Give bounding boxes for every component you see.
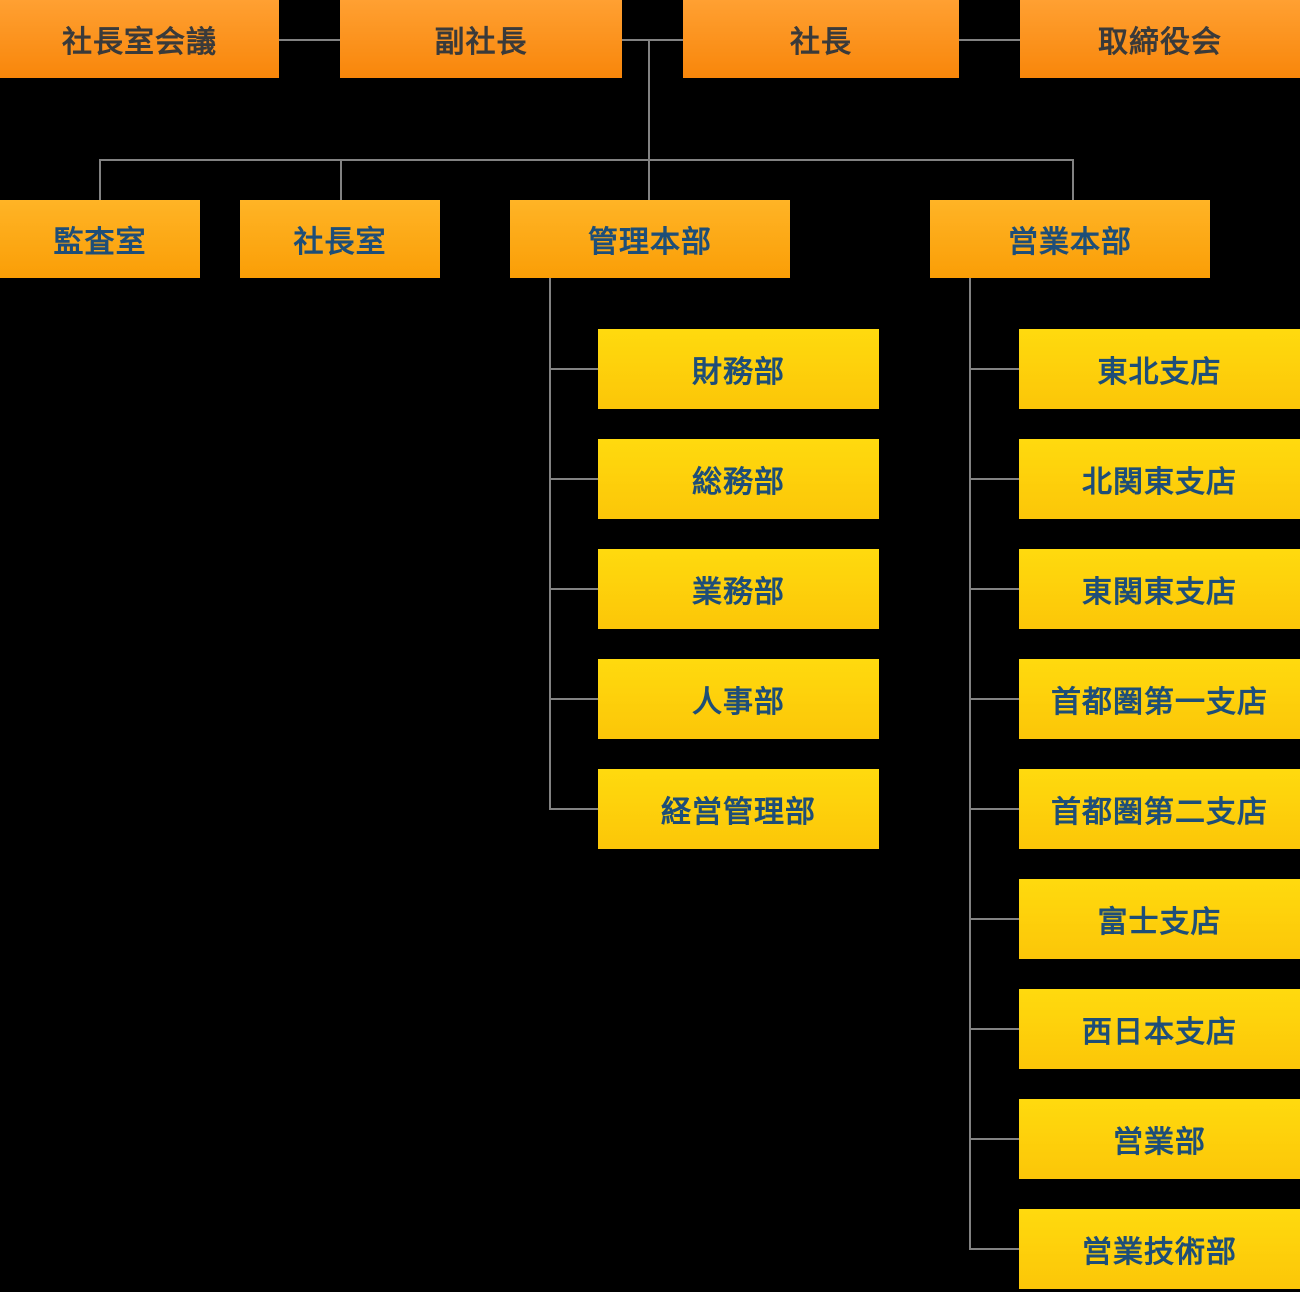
node-label: 財務部 [692,356,785,389]
node-label: 社長 [790,26,852,59]
node-jinjibu: 人事部 [598,659,879,739]
node-nishinihon-shiten: 西日本支店 [1019,989,1300,1069]
connector-kaigi-fukushacho [279,39,340,41]
node-label: 監査室 [53,226,147,259]
connector-stub-soumubu [549,478,598,480]
connector-stub-eigyogijutsubu [969,1248,1019,1250]
connector-stub-shutoken-daiichi [969,698,1019,700]
node-label: 取締役会 [1098,26,1222,59]
connector-stub-fuji [969,918,1019,920]
node-label: 経営管理部 [661,796,816,829]
node-shachoshitsu-kaigi: 社長室会議 [0,0,279,78]
connector-shacho-torishimariyakukai [959,39,1020,41]
connector-stub-zaimubu [549,368,598,370]
connector-stub-nishinihon [969,1028,1019,1030]
node-eigyobu: 営業部 [1019,1099,1300,1179]
connector-stub-eigyobu [969,1138,1019,1140]
node-shacho: 社長 [683,0,959,78]
connector-trunk-center [648,39,650,200]
connector-stub-higashikanto [969,588,1019,590]
node-label: 北関東支店 [1082,466,1237,499]
node-label: 西日本支店 [1082,1016,1237,1049]
connector-stub-shutoken-daini [969,808,1019,810]
node-zaimubu: 財務部 [598,329,879,409]
node-shutoken-daini-shiten: 首都圏第二支店 [1019,769,1300,849]
node-shutoken-daiichi-shiten: 首都圏第一支店 [1019,659,1300,739]
connector-stub-gyoumubu [549,588,598,590]
node-eigyogijutsubu: 営業技術部 [1019,1209,1300,1289]
node-eigyo-honbu: 営業本部 [930,200,1210,278]
node-soumubu: 総務部 [598,439,879,519]
node-label: 業務部 [692,576,785,609]
node-gyoumubu: 業務部 [598,549,879,629]
node-label: 東関東支店 [1082,576,1237,609]
node-fuku-shacho: 副社長 [340,0,622,78]
connector-drop-shachoshitsu [340,159,342,200]
node-higashikanto-shiten: 東関東支店 [1019,549,1300,629]
node-kansa-shitsu: 監査室 [0,200,200,278]
connector-stub-tohoku [969,368,1019,370]
node-kanri-honbu: 管理本部 [510,200,790,278]
node-torishimariyaku-kai: 取締役会 [1020,0,1300,78]
node-shacho-shitsu: 社長室 [240,200,440,278]
connector-trunk-kanrihonbu [549,278,551,810]
connector-drop-eigyohonbu [1072,159,1074,200]
node-label: 社長室会議 [62,26,217,59]
node-label: 首都圏第二支店 [1051,796,1268,829]
connector-stub-jinjibu [549,698,598,700]
node-label: 富士支店 [1097,906,1222,939]
node-kitakanto-shiten: 北関東支店 [1019,439,1300,519]
connector-drop-kansashitsu [99,159,101,200]
node-label: 営業部 [1113,1126,1206,1159]
node-label: 人事部 [692,686,785,719]
node-label: 総務部 [692,466,785,499]
node-label: 東北支店 [1097,356,1222,389]
node-fuji-shiten: 富士支店 [1019,879,1300,959]
connector-stub-kitakanto [969,478,1019,480]
node-label: 営業技術部 [1082,1236,1237,1269]
node-tohoku-shiten: 東北支店 [1019,329,1300,409]
node-label: 副社長 [434,26,528,59]
node-keieikanribu: 経営管理部 [598,769,879,849]
node-label: 営業本部 [1008,226,1132,259]
connector-fukushacho-shacho [622,39,683,41]
node-label: 社長室 [293,226,387,259]
connector-trunk-eigyohonbu [969,278,971,1250]
connector-stub-keieikanribu [549,808,598,810]
connector-bus-row2 [99,159,1074,161]
node-label: 管理本部 [588,226,712,259]
node-label: 首都圏第一支店 [1051,686,1268,719]
